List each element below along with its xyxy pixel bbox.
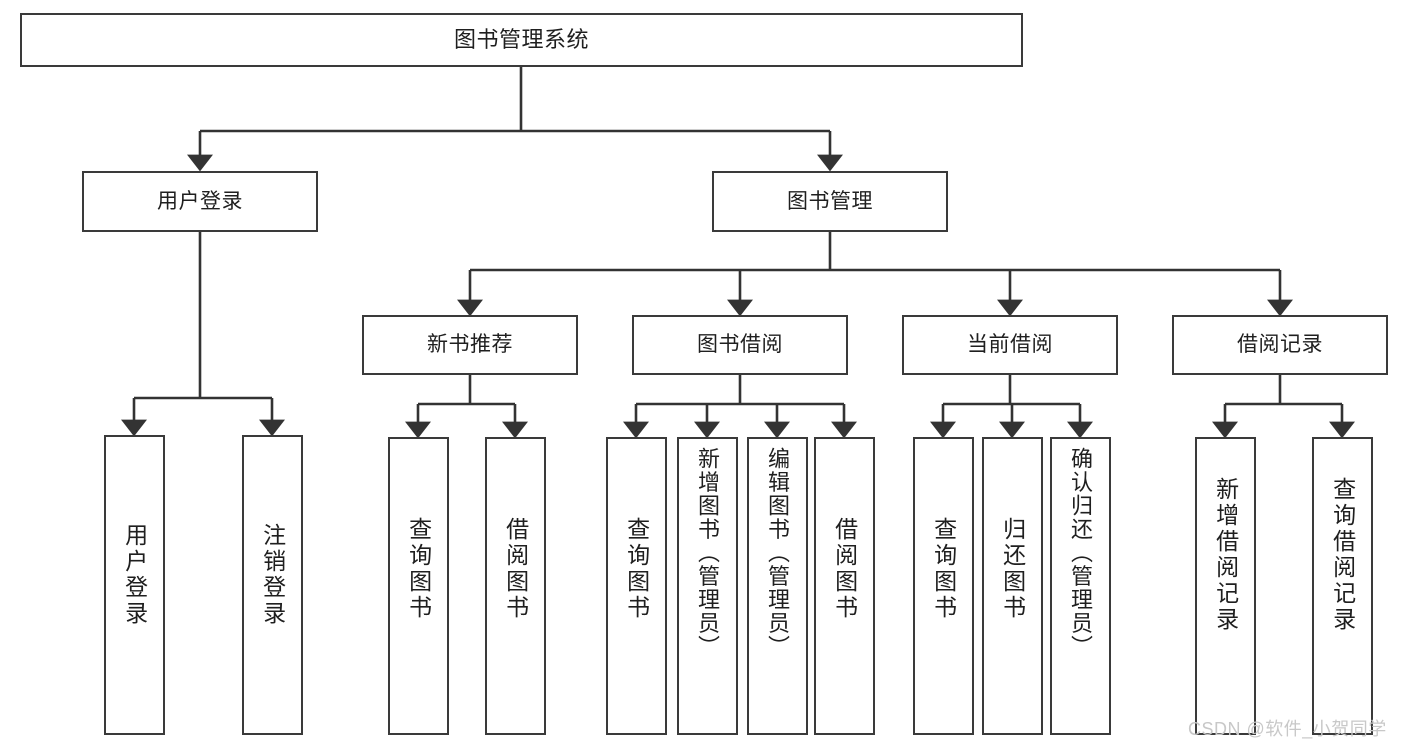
node-label: 确认归还（管理员） xyxy=(1068,447,1094,659)
node-label: 借阅记录 xyxy=(1237,333,1323,357)
leaf-add-book[interactable]: 新增图书（管理员） xyxy=(677,437,738,735)
leaf-edit-book[interactable]: 编辑图书（管理员） xyxy=(747,437,808,735)
leaf-logout-login[interactable]: 注销登录 xyxy=(242,435,303,735)
node-label: 借阅图书 xyxy=(831,517,858,621)
node-label: 用户登录 xyxy=(121,523,148,627)
node-label: 图书管理系统 xyxy=(453,26,589,52)
csdn-watermark: CSDN @软件_小贺同学 xyxy=(1188,719,1387,739)
node-new-book-recommend[interactable]: 新书推荐 xyxy=(362,315,578,375)
leaf-query-book-recommend[interactable]: 查询图书 xyxy=(388,437,449,735)
leaf-return-book[interactable]: 归还图书 xyxy=(982,437,1043,735)
leaf-add-borrow-record[interactable]: 新增借阅记录 xyxy=(1195,437,1256,735)
leaf-user-login[interactable]: 用户登录 xyxy=(104,435,165,735)
node-label: 查询图书 xyxy=(405,517,432,621)
node-book-borrow[interactable]: 图书借阅 xyxy=(632,315,848,375)
node-current-borrow[interactable]: 当前借阅 xyxy=(902,315,1118,375)
node-borrow-record[interactable]: 借阅记录 xyxy=(1172,315,1388,375)
node-root-system[interactable]: 图书管理系统 xyxy=(20,13,1023,67)
node-label: 归还图书 xyxy=(999,517,1026,621)
node-label: 查询图书 xyxy=(623,517,650,621)
node-label: 新书推荐 xyxy=(427,333,513,357)
node-label: 新增借阅记录 xyxy=(1212,477,1239,633)
node-label: 用户登录 xyxy=(157,189,243,213)
node-label: 图书借阅 xyxy=(697,333,783,357)
node-book-management[interactable]: 图书管理 xyxy=(712,171,948,232)
node-user-login[interactable]: 用户登录 xyxy=(82,171,318,232)
node-label: 图书管理 xyxy=(787,189,873,213)
leaf-query-borrow-record[interactable]: 查询借阅记录 xyxy=(1312,437,1373,735)
leaf-confirm-return[interactable]: 确认归还（管理员） xyxy=(1050,437,1111,735)
node-label: 新增图书（管理员） xyxy=(695,447,721,659)
leaf-query-book-current[interactable]: 查询图书 xyxy=(913,437,974,735)
leaf-query-book-borrow[interactable]: 查询图书 xyxy=(606,437,667,735)
node-label: 编辑图书（管理员） xyxy=(765,447,791,659)
node-label: 注销登录 xyxy=(259,523,286,627)
leaf-borrow-book-recommend[interactable]: 借阅图书 xyxy=(485,437,546,735)
node-label: 当前借阅 xyxy=(967,333,1053,357)
node-label: 借阅图书 xyxy=(502,517,529,621)
node-label: 查询借阅记录 xyxy=(1329,477,1356,633)
node-label: 查询图书 xyxy=(930,517,957,621)
leaf-borrow-book-borrow[interactable]: 借阅图书 xyxy=(814,437,875,735)
